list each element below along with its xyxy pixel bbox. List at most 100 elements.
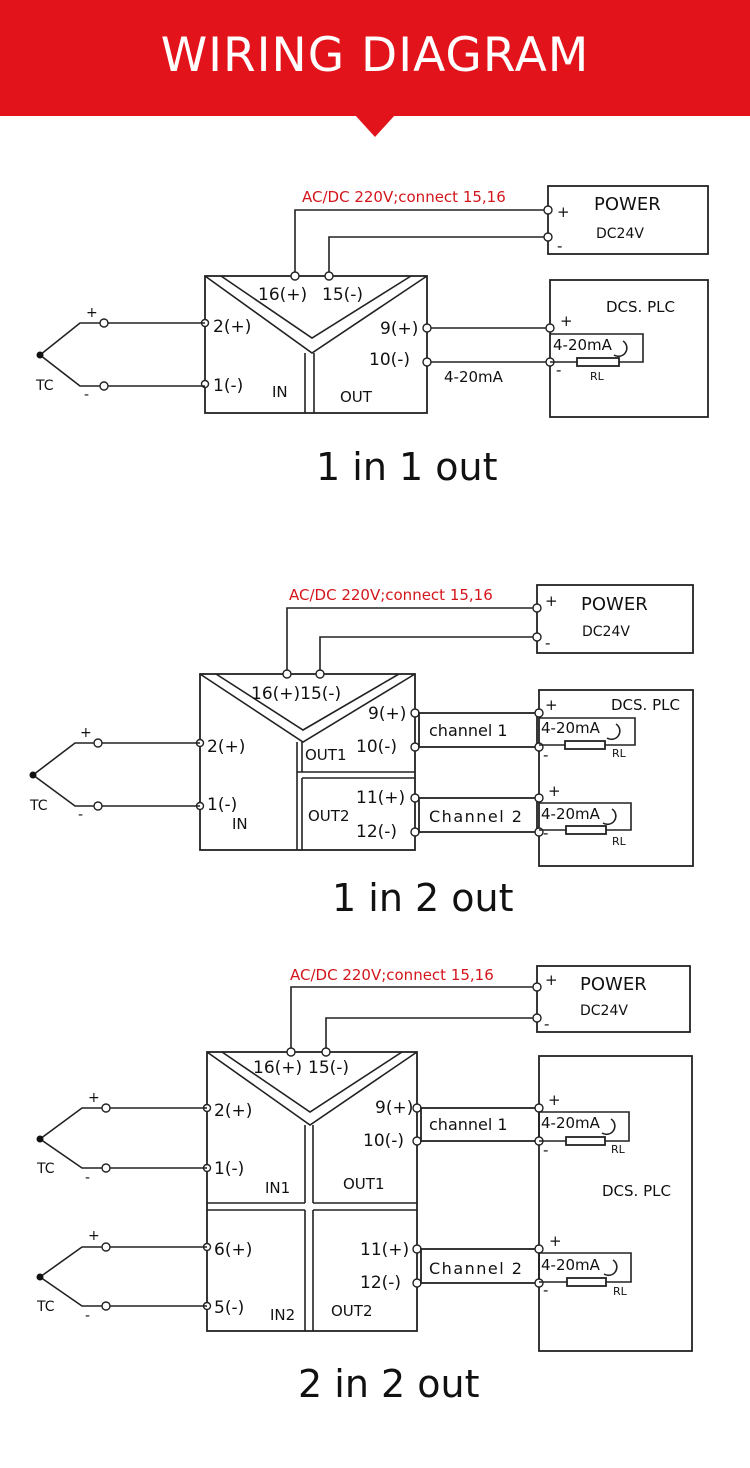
tc2-plus-terminal — [101, 1242, 111, 1252]
terminal-10-label: 10(-) — [356, 737, 397, 757]
out-current-label: 4-20mA — [444, 368, 504, 386]
terminal-16-label: 16(+) — [258, 285, 307, 305]
ch1-current-arrow-icon — [601, 1118, 616, 1136]
tc-plus-terminal — [99, 318, 109, 328]
power-minus-terminal — [532, 632, 542, 642]
channel-1-label: channel 1 — [429, 1115, 508, 1134]
out2-label: OUT2 — [331, 1302, 373, 1320]
terminal-11-label: 11(+) — [360, 1240, 409, 1260]
dcs-ch2-current-label: 4-20mA — [541, 805, 601, 823]
tc1-minus-label: - — [85, 1170, 90, 1186]
terminal-9 — [422, 323, 432, 333]
tc1-wire-minus — [39, 1138, 207, 1169]
current-arrow-icon — [613, 340, 628, 358]
supply-note: AC/DC 220V;connect 15,16 — [302, 188, 506, 206]
dcs-plc-label: DCS. PLC — [602, 1182, 671, 1200]
power-label: POWER — [581, 594, 648, 615]
diagram-1in2out: POWER DC24V + - AC/DC 220V;connect 15,16… — [29, 584, 694, 920]
terminal-5-label: 5(-) — [214, 1298, 244, 1318]
tc1-plus-terminal — [101, 1103, 111, 1113]
tc2-plus-label: + — [88, 1228, 100, 1244]
terminal-11-label: 11(+) — [356, 788, 405, 808]
terminal-6-label: 6(+) — [214, 1240, 252, 1260]
terminal-12 — [410, 827, 420, 837]
tc-plus-label: + — [80, 725, 92, 741]
dcs-ch1-plus-label: + — [545, 696, 558, 714]
dcs-ch2-minus-terminal — [534, 1278, 544, 1288]
terminal-15-label: 15(-) — [308, 1058, 349, 1078]
dcs-plc-label: DCS. PLC — [606, 298, 675, 316]
channel-2-label: Channel 2 — [429, 1259, 523, 1278]
module-box — [199, 673, 416, 851]
terminal-2-label: 2(+) — [213, 317, 251, 337]
dcs-ch2-current-label: 4-20mA — [541, 1256, 601, 1274]
tc1-minus-terminal — [101, 1163, 111, 1173]
dcs-plc-box — [538, 1055, 693, 1352]
tc-wire-minus — [39, 354, 205, 387]
channel-2-box — [418, 797, 538, 833]
power-minus-terminal — [532, 1013, 542, 1023]
supply-wire-plus — [294, 209, 548, 276]
dc24v-label: DC24V — [580, 1003, 628, 1019]
power-box — [547, 185, 709, 255]
terminal-1-label: 1(-) — [207, 795, 237, 815]
supply-wire-minus — [325, 1017, 537, 1052]
terminal-15 — [321, 1047, 331, 1057]
dcs-ch2-loop — [539, 802, 632, 831]
tc2-wire-plus — [39, 1246, 207, 1278]
dcs-plc-box — [538, 689, 694, 867]
tc-minus-terminal — [99, 381, 109, 391]
dcs-ch1-plus-terminal — [534, 708, 544, 718]
supply-note: AC/DC 220V;connect 15,16 — [289, 586, 493, 604]
power-minus-label: - — [544, 1015, 549, 1033]
tc-junction — [29, 771, 37, 779]
channel-1-box — [418, 712, 538, 748]
in1-label: IN1 — [265, 1179, 290, 1197]
tc-plus-terminal — [93, 738, 103, 748]
dcs-plus-label: + — [560, 312, 573, 330]
tc-plus-label: + — [86, 305, 98, 321]
out1-label: OUT1 — [305, 746, 347, 764]
power-box — [536, 965, 691, 1033]
terminal-16 — [286, 1047, 296, 1057]
tc2-label: TC — [36, 1299, 55, 1315]
power-box — [536, 584, 694, 654]
terminal-16 — [290, 271, 300, 281]
ch2-rl-label: RL — [612, 835, 627, 848]
terminal-15 — [315, 669, 325, 679]
terminal-10 — [422, 357, 432, 367]
terminal-16 — [282, 669, 292, 679]
banner-notch — [355, 115, 395, 137]
header-banner: WIRING DIAGRAM — [0, 0, 750, 116]
dcs-plc-box — [549, 279, 709, 418]
ch1-rl-label: RL — [612, 747, 627, 760]
diagram-1in1out: POWER DC24V + - AC/DC 220V;connect 15,16… — [35, 185, 709, 489]
power-plus-label: + — [545, 971, 558, 989]
dcs-ch1-plus-label: + — [548, 1091, 561, 1109]
tc-wire-minus — [32, 774, 200, 807]
supply-wire-plus — [290, 986, 537, 1052]
ch2-load-resistor — [566, 1277, 607, 1287]
module-divider-v — [206, 1051, 418, 1126]
power-minus-terminal — [543, 232, 553, 242]
tc-minus-label: - — [84, 387, 89, 403]
diagram-2in2out: POWER DC24V + - AC/DC 220V;connect 15,16… — [36, 965, 693, 1406]
power-plus-label: + — [545, 592, 558, 610]
ch2-current-arrow-icon — [602, 808, 617, 826]
dcs-ch1-minus-label: - — [543, 1141, 548, 1159]
terminal-1-label: 1(-) — [214, 1159, 244, 1179]
terminal-15-label: 15(-) — [322, 285, 363, 305]
ch1-rl-label: RL — [611, 1143, 626, 1156]
dcs-ch2-plus-terminal — [534, 1244, 544, 1254]
dcs-ch2-minus-label: - — [543, 1281, 548, 1299]
tc1-wire-plus — [39, 1107, 207, 1140]
dcs-plus-terminal — [545, 323, 555, 333]
power-plus-terminal — [543, 205, 553, 215]
tc1-label: TC — [36, 1161, 55, 1177]
supply-wire-minus — [319, 636, 537, 674]
power-label: POWER — [594, 194, 661, 215]
terminal-10-label: 10(-) — [369, 350, 410, 370]
tc2-minus-terminal — [101, 1301, 111, 1311]
dcs-ch1-loop — [539, 1111, 630, 1142]
dcs-ch2-loop — [539, 1252, 632, 1283]
